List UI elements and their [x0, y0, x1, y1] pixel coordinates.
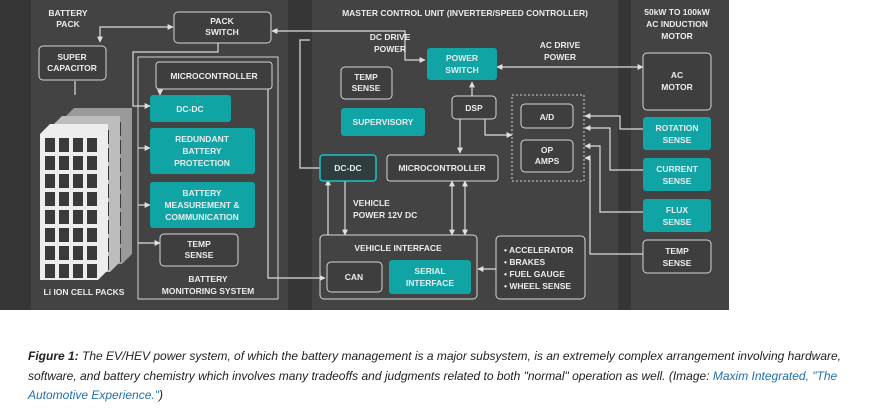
- battery-cell: [59, 192, 69, 206]
- caption-end: ): [159, 388, 163, 402]
- vehicle-interface-box: [319, 234, 478, 300]
- pack-switch-box: [173, 11, 272, 44]
- flux-sense-box: [643, 199, 711, 232]
- battery-cell: [59, 246, 69, 260]
- connection-lines: [74, 24, 644, 281]
- battery-cell: [59, 228, 69, 242]
- figure-caption: Figure 1: The EV/HEV power system, of wh…: [28, 347, 858, 406]
- battery-cell: [45, 228, 55, 242]
- ac-motor-box: [642, 52, 712, 111]
- battery-cell: [45, 156, 55, 170]
- caption-label: Figure 1:: [28, 349, 79, 363]
- battery-cell: [87, 138, 97, 152]
- battery-cell: [87, 210, 97, 224]
- battery-cell: [73, 228, 83, 242]
- can-label: CAN: [345, 272, 363, 282]
- mcu-dcdc-label: DC-DC: [334, 163, 361, 173]
- li-ion-label: Li ION CELL PACKS: [44, 287, 125, 297]
- battery-cell: [45, 192, 55, 206]
- can-box: [326, 261, 383, 293]
- battery-cell: [87, 174, 97, 188]
- op-amps-box: [520, 139, 574, 173]
- mcu-microcontroller-box: [386, 154, 499, 182]
- battery-cell: [73, 264, 83, 278]
- battery-cell: [73, 192, 83, 206]
- battery-cell: [59, 264, 69, 278]
- battery-cell: [73, 156, 83, 170]
- battery-cell: [87, 228, 97, 242]
- li-ion-cell-stacks: [40, 108, 132, 280]
- bms-microcontroller-box: [155, 61, 273, 90]
- battery-cell: [45, 210, 55, 224]
- redundant-protection-box: [150, 128, 255, 174]
- dsp-label: DSP: [465, 103, 483, 113]
- battery-cell: [73, 210, 83, 224]
- bms-microcontroller-label: MICROCONTROLLER: [170, 71, 257, 81]
- battery-cell: [45, 264, 55, 278]
- battery-cell: [45, 174, 55, 188]
- ad-box: [520, 103, 574, 129]
- battery-measurement-box: [150, 182, 255, 228]
- supervisory-label: SUPERVISORY: [353, 117, 414, 127]
- bms-temp-sense-box: [159, 233, 239, 267]
- vehicle-inputs-box: [495, 235, 586, 300]
- ad-opamp-group: [511, 94, 585, 182]
- serial-interface-box: [389, 260, 471, 294]
- ad-label: A/D: [540, 112, 555, 122]
- battery-cell: [59, 156, 69, 170]
- battery-cell: [73, 138, 83, 152]
- battery-cell: [73, 246, 83, 260]
- battery-cell: [87, 246, 97, 260]
- mcu-dcdc-box: [319, 154, 377, 182]
- battery-cell: [45, 138, 55, 152]
- bms-dcdc-box: [150, 95, 231, 122]
- super-capacitor-box: [38, 45, 107, 81]
- supervisory-box: [341, 108, 425, 136]
- caption-source-link[interactable]: Maxim Integrated, "The Automotive Experi…: [28, 368, 838, 403]
- battery-cell: [87, 156, 97, 170]
- battery-cell: [45, 246, 55, 260]
- vehicle-inputs-list: • ACCELERATOR• BRAKES• FUEL GAUGE• WHEEL…: [504, 245, 573, 291]
- vehicle-interface-label: VEHICLE INTERFACE: [354, 243, 442, 253]
- dsp-box: [451, 95, 497, 120]
- mcu-title: MASTER CONTROL UNIT (INVERTER/SPEED CONT…: [342, 8, 588, 18]
- battery-cell: [87, 192, 97, 206]
- mcu-temp-sense-box: [340, 66, 393, 100]
- bms-dcdc-label: DC-DC: [176, 104, 203, 114]
- rotation-sense-box: [643, 117, 711, 150]
- battery-cell: [59, 210, 69, 224]
- mcu-microcontroller-label: MICROCONTROLLER: [398, 163, 485, 173]
- battery-cell: [59, 174, 69, 188]
- power-switch-box: [427, 48, 497, 80]
- bms-outline: [137, 56, 279, 300]
- battery-cell: [87, 264, 97, 278]
- caption-text: The EV/HEV power system, of which the ba…: [28, 349, 841, 383]
- current-sense-box: [643, 158, 711, 191]
- battery-cell: [73, 174, 83, 188]
- motor-temp-sense-box: [642, 239, 712, 274]
- battery-cell: [59, 138, 69, 152]
